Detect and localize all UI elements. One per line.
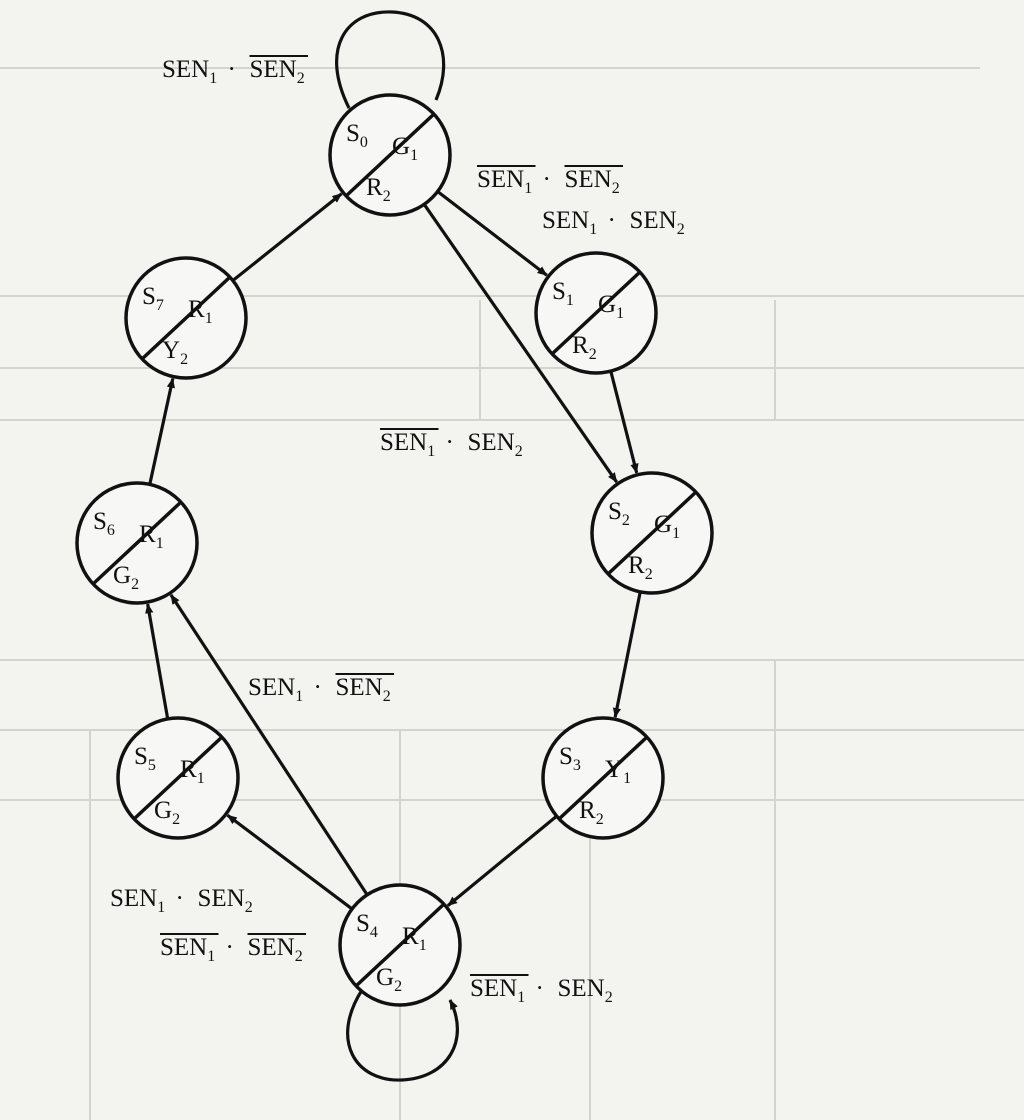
state-output-top: G1	[392, 133, 418, 164]
state-name-s7: S7	[142, 283, 164, 314]
state-output-top: R1	[180, 756, 205, 787]
condition-operator: ·	[314, 674, 322, 701]
transition-labels: SEN1·SEN2SEN1·SEN2SEN1·SEN2SEN1·SEN2SEN1…	[110, 55, 685, 1006]
state-name-s2: S2	[608, 498, 630, 529]
transition-s1-s2	[609, 370, 639, 474]
state-name-s0: S0	[346, 120, 368, 151]
condition-operator: ·	[608, 207, 616, 234]
state-output-top: G1	[598, 291, 624, 322]
state-name-s6: S6	[93, 508, 115, 539]
state-divider	[140, 275, 232, 361]
condition-term-1: SEN1	[470, 975, 525, 1006]
condition-s4-self: SEN1 · SEN2	[470, 974, 613, 1006]
state-divider	[132, 735, 224, 821]
condition-term-1: SEN1	[162, 56, 217, 87]
condition-term-1: SEN1	[110, 885, 165, 916]
state-output-top: R1	[402, 923, 427, 954]
condition-term-1: SEN1	[477, 166, 532, 197]
condition-s4-to-s6: SEN1 · SEN2	[248, 673, 394, 705]
condition-term-1: SEN1	[160, 934, 215, 965]
transition-s3-s4	[446, 814, 558, 907]
condition-operator: ·	[536, 975, 544, 1002]
transition-s2-s3	[612, 591, 642, 719]
state-output-top: G1	[654, 511, 680, 542]
transition-s0-s1	[436, 190, 548, 277]
condition-term-1: SEN1	[542, 207, 597, 238]
condition-s0-to-s1-a: SEN1 · SEN2	[477, 165, 623, 197]
condition-term-2: SEN2	[565, 166, 620, 197]
transition-s0-s2	[422, 203, 618, 483]
state-output-top: Y1	[605, 756, 631, 787]
condition-operator: ·	[176, 885, 184, 912]
state-output-bottom: G2	[376, 964, 402, 995]
condition-term-2: SEN2	[558, 975, 613, 1006]
condition-term-2: SEN2	[336, 674, 391, 705]
transition-s5-s6	[145, 603, 170, 720]
state-output-bottom: R2	[366, 174, 391, 205]
state-divider	[91, 500, 183, 586]
condition-term-2: SEN2	[198, 885, 253, 916]
self-loop-s4	[346, 989, 460, 1082]
condition-operator: ·	[446, 429, 454, 456]
state-output-bottom: Y2	[162, 337, 188, 368]
condition-term-2: SEN2	[250, 56, 305, 87]
state-name-s1: S1	[552, 278, 574, 309]
condition-term-1: SEN1	[248, 674, 303, 705]
state-divider	[606, 490, 698, 576]
condition-s4-to-s5-b: SEN1 · SEN2	[160, 933, 306, 965]
state-output-top: R1	[188, 296, 213, 327]
condition-operator: ·	[226, 934, 234, 961]
transition-s4-s5	[226, 813, 354, 911]
condition-term-1: SEN1	[380, 429, 435, 460]
condition-s4-to-s5-a: SEN1 · SEN2	[110, 885, 253, 916]
transition-s7-s0	[231, 192, 343, 282]
state-name-s3: S3	[559, 743, 581, 774]
condition-s0-to-s1-b: SEN1 · SEN2	[542, 207, 685, 238]
state-divider	[354, 902, 446, 988]
state-output-bottom: R2	[572, 332, 597, 363]
state-output-bottom: R2	[628, 552, 653, 583]
condition-term-2: SEN2	[630, 207, 685, 238]
condition-s0-to-s2: SEN1 · SEN2	[380, 428, 523, 460]
state-name-s4: S4	[356, 910, 378, 941]
condition-s0-self: SEN1 · SEN2	[162, 55, 308, 87]
state-divider	[344, 112, 436, 198]
condition-operator: ·	[543, 166, 551, 193]
state-output-top: R1	[139, 521, 164, 552]
condition-term-2: SEN2	[468, 429, 523, 460]
state-output-bottom: G2	[154, 797, 180, 828]
state-output-bottom: R2	[579, 797, 604, 828]
transitions	[145, 10, 642, 1082]
state-output-bottom: G2	[113, 562, 139, 593]
state-divider	[557, 735, 649, 821]
condition-term-2: SEN2	[248, 934, 303, 965]
condition-operator: ·	[228, 56, 236, 83]
state-divider	[550, 270, 642, 356]
transition-s6-s7	[148, 377, 175, 485]
transition-s4-s6	[169, 594, 369, 896]
self-loop-s0	[335, 10, 446, 119]
state-name-s5: S5	[134, 743, 156, 774]
